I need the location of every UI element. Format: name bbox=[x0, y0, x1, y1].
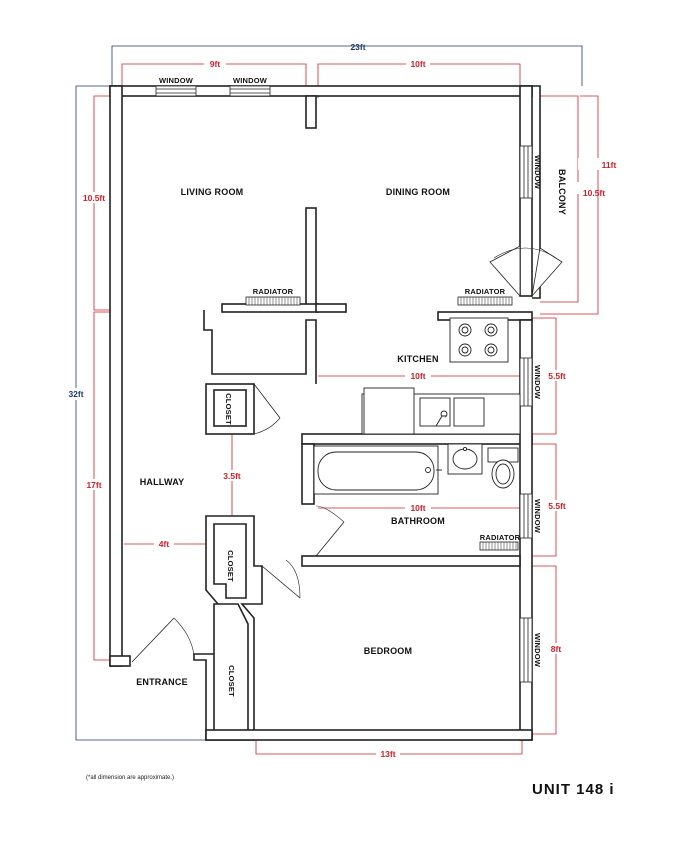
window-dining-label: WINDOW bbox=[533, 155, 542, 190]
approximate-note: (*all dimension are approximate.) bbox=[86, 775, 174, 781]
overall-dimensions bbox=[75, 45, 583, 741]
balcony-inner-depth-label: 10.5ft bbox=[583, 188, 605, 198]
toilet bbox=[487, 447, 519, 489]
unit-label: UNIT 148 i bbox=[532, 781, 615, 798]
window-kitchen-label: WINDOW bbox=[533, 365, 542, 400]
bathtub bbox=[313, 445, 442, 495]
overall-width-label: 23ft bbox=[350, 42, 365, 52]
closet-1-label: CLOSET bbox=[224, 393, 233, 425]
closet-3-label: CLOSET bbox=[227, 665, 236, 697]
radiator-bathroom-label: RADIATOR bbox=[480, 533, 521, 542]
bedroom-depth-label: 8ft bbox=[551, 644, 562, 654]
kitchen-counter bbox=[361, 387, 521, 435]
bathroom-depth-label: 5.5ft bbox=[548, 501, 566, 511]
hallway-depth-label: 17ft bbox=[86, 480, 101, 490]
dining-room-label: DINING ROOM bbox=[386, 187, 450, 197]
radiator-living-label: RADIATOR bbox=[253, 287, 294, 296]
closet-gap-label: 3.5ft bbox=[223, 471, 241, 481]
living-width-label: 9ft bbox=[210, 59, 221, 69]
bathroom-label: BATHROOM bbox=[391, 516, 445, 526]
living-depth-label: 10.5ft bbox=[83, 193, 105, 203]
closet-2-label: CLOSET bbox=[226, 550, 235, 582]
entrance-label: ENTRANCE bbox=[136, 677, 188, 687]
balcony-label: BALCONY bbox=[557, 169, 567, 215]
windows bbox=[155, 85, 533, 683]
bathroom-width-label: 10ft bbox=[410, 503, 425, 513]
bedroom-label: BEDROOM bbox=[364, 646, 412, 656]
bedroom-width-label: 13ft bbox=[380, 749, 395, 759]
window-living-1-label: WINDOW bbox=[159, 76, 194, 85]
kitchen-depth-label: 5.5ft bbox=[548, 371, 566, 381]
kitchen-label: KITCHEN bbox=[397, 354, 438, 364]
door-swings bbox=[131, 245, 563, 663]
window-living-2-label: WINDOW bbox=[233, 76, 268, 85]
radiator-dining-label: RADIATOR bbox=[465, 287, 506, 296]
hallway-label: HALLWAY bbox=[140, 477, 185, 487]
window-bathroom-label: WINDOW bbox=[533, 499, 542, 534]
overall-depth-label: 32ft bbox=[68, 389, 83, 399]
kitchen-width-label: 10ft bbox=[410, 371, 425, 381]
stove bbox=[449, 317, 509, 363]
window-bedroom-label: WINDOW bbox=[533, 633, 542, 668]
living-room-label: LIVING ROOM bbox=[181, 187, 244, 197]
dining-width-label: 10ft bbox=[410, 59, 425, 69]
sink bbox=[447, 443, 483, 475]
walls bbox=[109, 85, 541, 741]
hallway-width-label: 4ft bbox=[159, 539, 170, 549]
balcony-outer-depth-label: 11ft bbox=[602, 160, 617, 170]
